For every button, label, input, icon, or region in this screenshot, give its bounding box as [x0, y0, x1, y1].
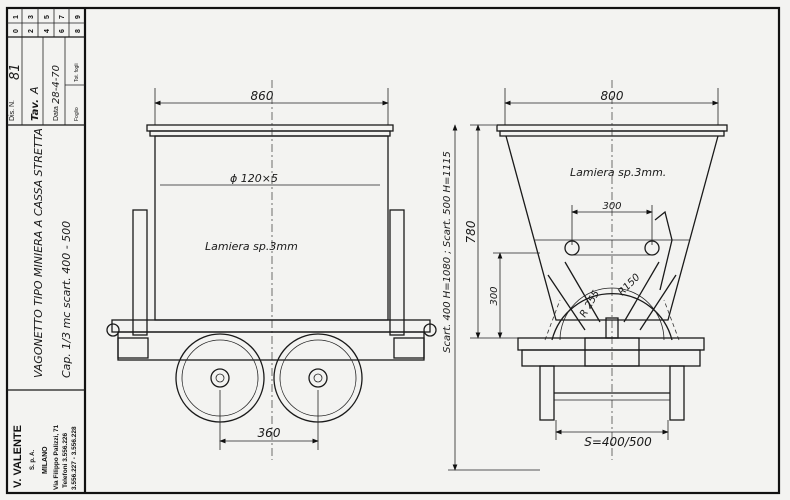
foglio-label: Foglio — [74, 107, 80, 121]
grid-cell: 6 — [59, 29, 66, 33]
wheelbase-dim: 360 — [258, 426, 281, 440]
company-phone: Telefoni 3.556.226 — [62, 432, 69, 488]
sheet-border — [5, 6, 781, 495]
grid-cell: 4 — [44, 29, 51, 33]
tav-label: Tav. — [30, 99, 41, 121]
title-block: 1 0 3 2 5 4 7 6 9 8 Dis. N. 81 Tav. A Da… — [7, 8, 85, 490]
tot-fogli-label: Tot. fogli — [74, 63, 80, 82]
company-phone-2: 3.556.227 - 3.556.228 — [71, 426, 78, 490]
company-city: MILANO — [42, 446, 49, 474]
company-type: S. p. A. — [30, 450, 36, 470]
company-address: Via Filippo Palizzi, 71 — [53, 424, 60, 490]
grid-cell: 5 — [44, 15, 51, 19]
gauge-dim: S=400/500 — [584, 435, 652, 449]
tube-label: ϕ 120×5 — [230, 172, 278, 185]
dis-value: 81 — [8, 63, 23, 80]
grid-cell: 0 — [13, 29, 20, 33]
grid-cell: 7 — [59, 15, 66, 19]
outer-radius-label: R 255 — [578, 289, 602, 320]
grid-cell: 8 — [75, 29, 82, 33]
date-value: 28-4-70 — [51, 65, 62, 104]
end-sheet-label: Lamiera sp.3mm. — [570, 166, 666, 179]
axle-height-dim: 300 — [489, 286, 500, 305]
grid-cell: 9 — [75, 15, 82, 19]
company-name: V. VALENTE — [12, 425, 24, 488]
side-sheet-label: Lamiera sp.3mm — [205, 240, 298, 253]
end-view: 800 Lamiera sp.3mm. 300 R 255 R150 S=400… — [442, 80, 728, 471]
grid-cell: 2 — [28, 29, 35, 33]
wheel — [539, 365, 555, 421]
top-rim — [146, 124, 394, 132]
side-view: 860 ϕ 120×5 Lamiera sp.3mm 360 — [106, 80, 437, 460]
height-dim: 780 — [464, 220, 478, 243]
grid-cell: 3 — [28, 15, 35, 19]
dis-label: Dis. N. — [9, 100, 16, 121]
tav-value: A — [28, 86, 41, 95]
pivot-dim: 300 — [602, 201, 621, 212]
inner-radius-label: R150 — [616, 272, 642, 298]
end-chassis — [517, 337, 705, 351]
drawing-title: VAGONETTO TIPO MINIERA A CASSA STRETTA — [32, 128, 45, 378]
date-label: Data — [53, 106, 60, 121]
grid-cell: 1 — [13, 15, 20, 19]
drawing-subtitle: Cap. 1/3 mc scart. 400 - 500 — [60, 221, 73, 378]
wheel — [669, 365, 685, 421]
body-box — [154, 135, 389, 321]
side-width-dim: 860 — [251, 89, 274, 103]
chassis-frame — [111, 319, 431, 333]
overall-height-dim: Scart. 400 H=1080 ; Scart. 500 H=1115 — [442, 151, 453, 353]
